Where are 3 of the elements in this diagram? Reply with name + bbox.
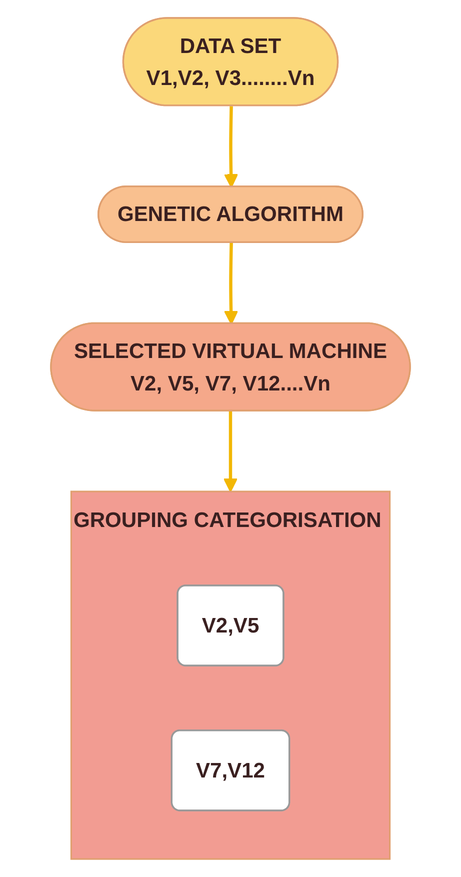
arrow	[224, 242, 238, 325]
arrow	[223, 410, 238, 492]
arrow	[224, 106, 238, 188]
